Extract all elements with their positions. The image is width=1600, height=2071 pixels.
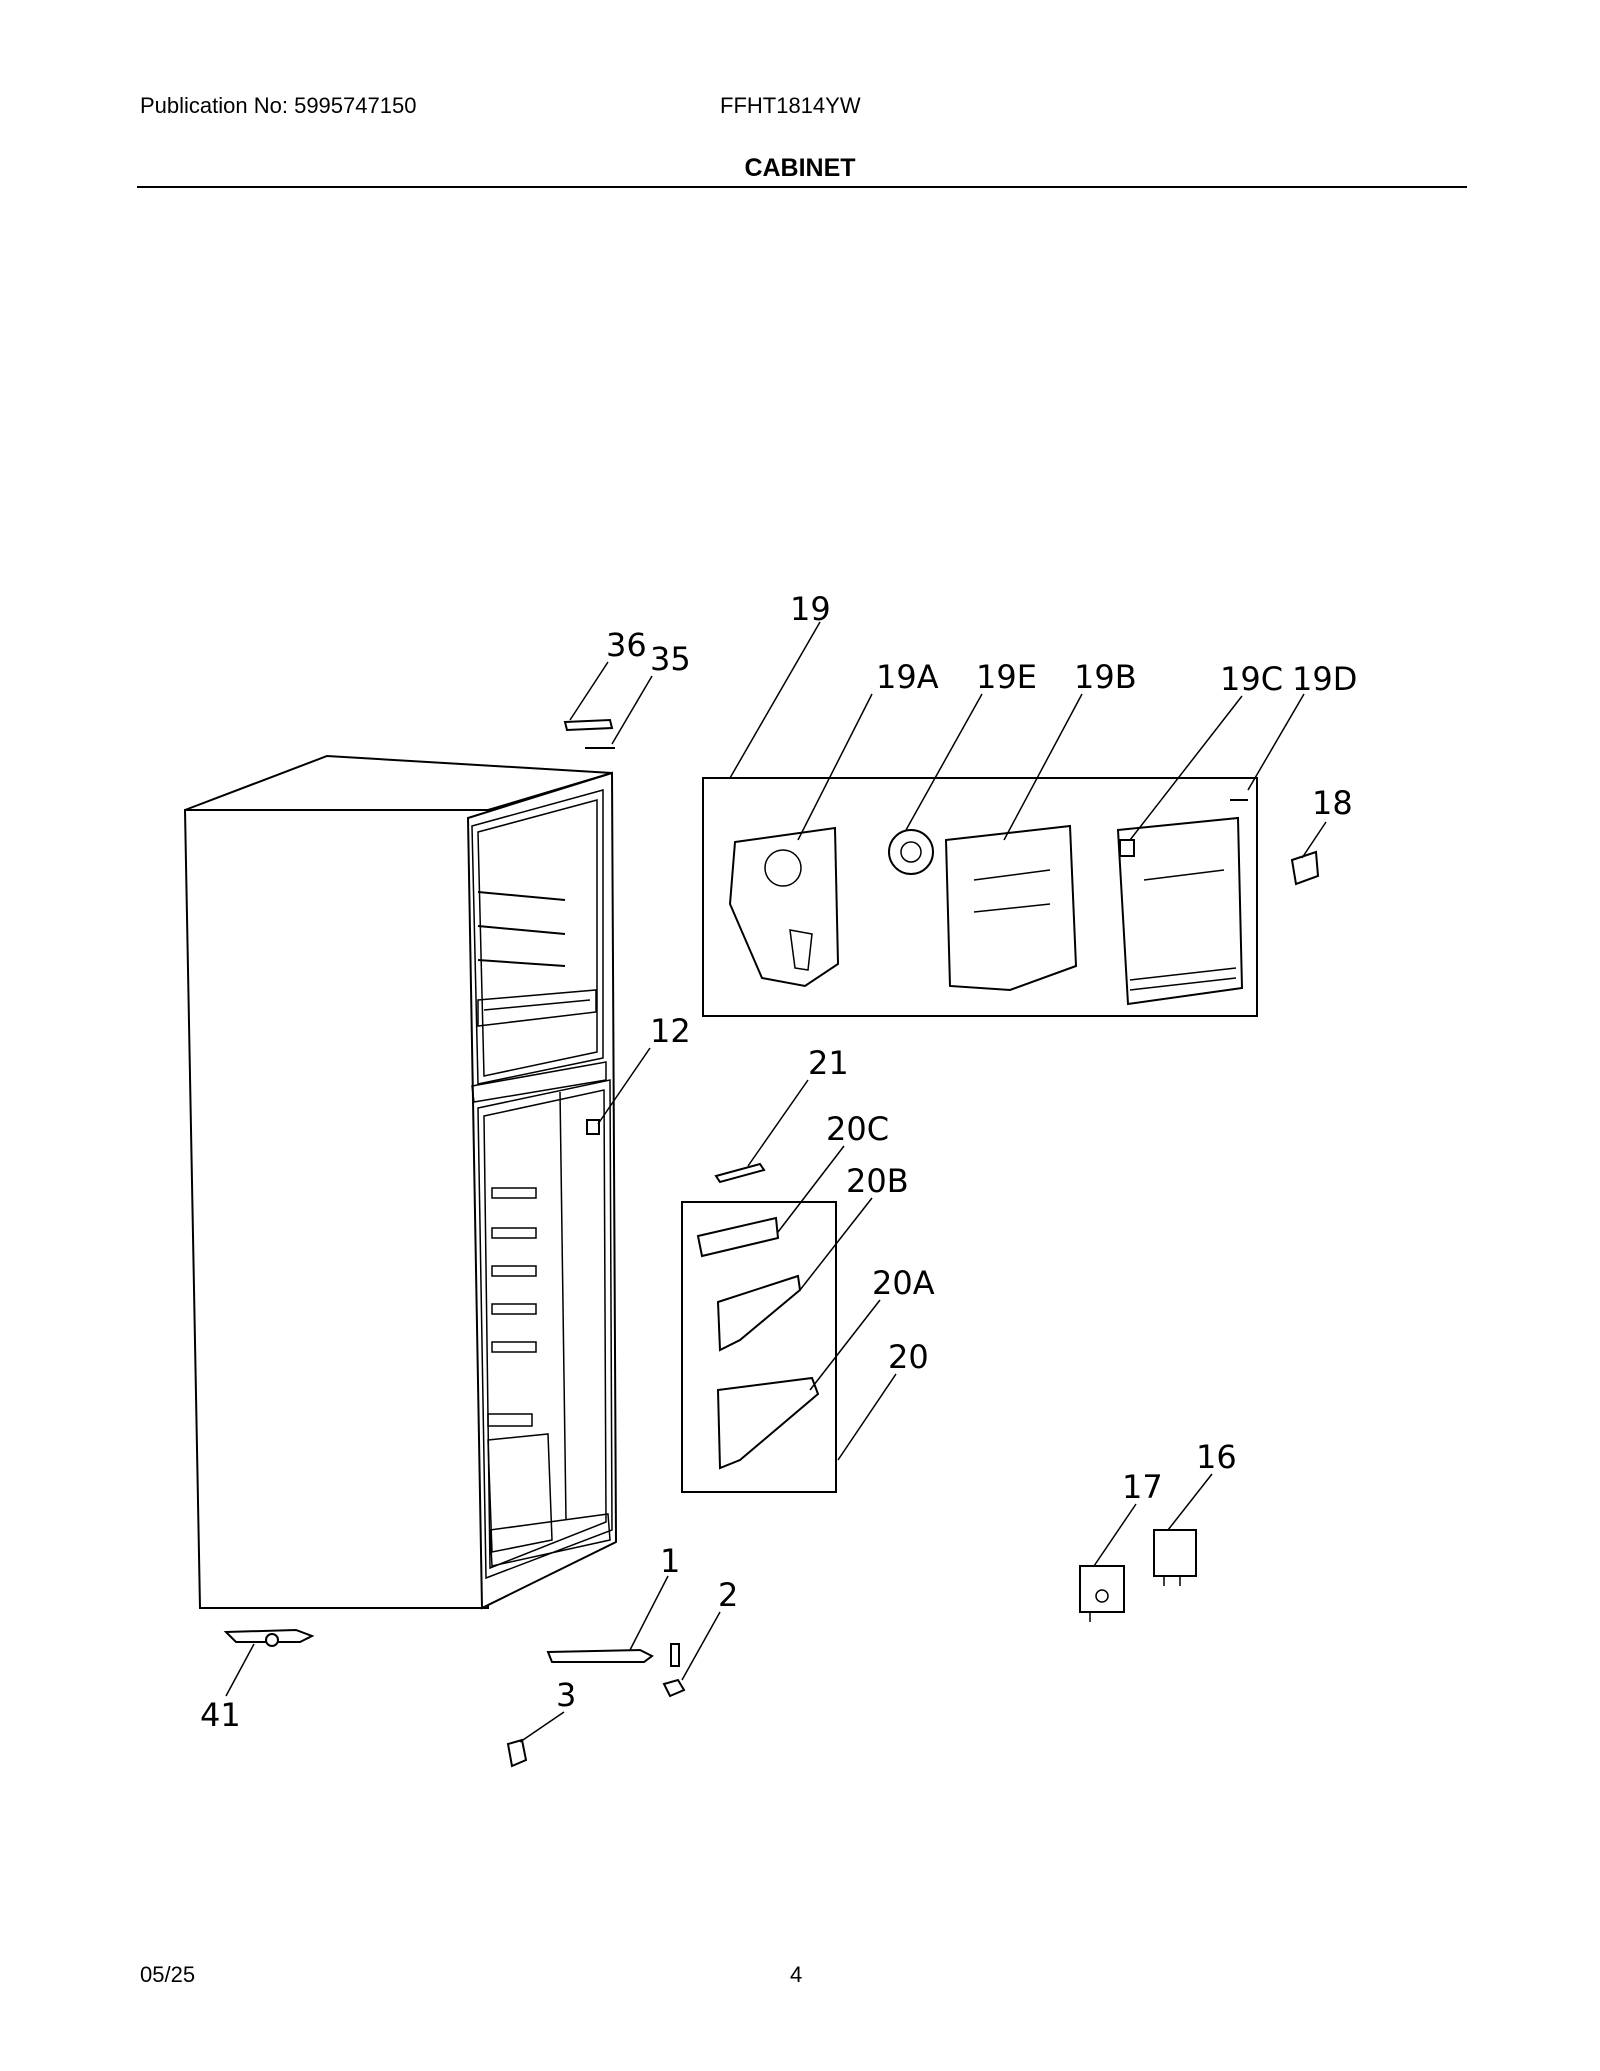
callout-19C: 19C [1220, 660, 1283, 698]
page-number: 4 [790, 1962, 803, 1987]
callout-12: 12 [650, 1012, 691, 1050]
leader-lines [225, 621, 1327, 1743]
callout-1: 1 [660, 1542, 680, 1580]
cabinet-body [183, 718, 618, 1610]
header-rule [137, 186, 1467, 188]
callout-18: 18 [1312, 784, 1353, 822]
bottom-hinge-part-41 [223, 1628, 315, 1647]
publication-date: 05/25 [140, 1962, 196, 1987]
control-part-16 [1153, 1529, 1197, 1586]
control-part-17 [1079, 1565, 1125, 1622]
callout-20: 20 [888, 1338, 929, 1376]
callout-3: 3 [556, 1676, 576, 1714]
callout-19A: 19A [876, 658, 939, 696]
callout-19B: 19B [1074, 658, 1137, 696]
callout-20C: 20C [826, 1110, 889, 1148]
callout-36: 36 [606, 626, 647, 664]
callout-41: 41 [200, 1696, 241, 1734]
part-18 [1290, 850, 1320, 886]
callout-21: 21 [808, 1044, 849, 1082]
callout-35: 35 [650, 640, 691, 678]
callout-20A: 20A [872, 1264, 935, 1302]
leveling-foot-part-3 [506, 1738, 528, 1768]
part-2 [662, 1643, 686, 1698]
callout-19D: 19D [1292, 660, 1357, 698]
callout-17: 17 [1122, 1468, 1163, 1506]
section-title: CABINET [744, 154, 856, 182]
callout-20B: 20B [846, 1162, 909, 1200]
hinge-part-1 [546, 1648, 654, 1663]
callout-16: 16 [1196, 1438, 1237, 1476]
callout-2: 2 [718, 1576, 738, 1614]
publication-number: Publication No: 5995747150 [140, 93, 417, 118]
callout-19: 19 [790, 590, 831, 628]
model-number: FFHT1814YW [720, 93, 861, 118]
part-20-assembly [681, 1162, 837, 1493]
callout-labels: 36 35 19 19A 19E 19B 19C 19D 18 12 21 20… [200, 590, 1357, 1734]
callout-19E: 19E [976, 658, 1037, 696]
part-19-assembly [702, 777, 1258, 1017]
